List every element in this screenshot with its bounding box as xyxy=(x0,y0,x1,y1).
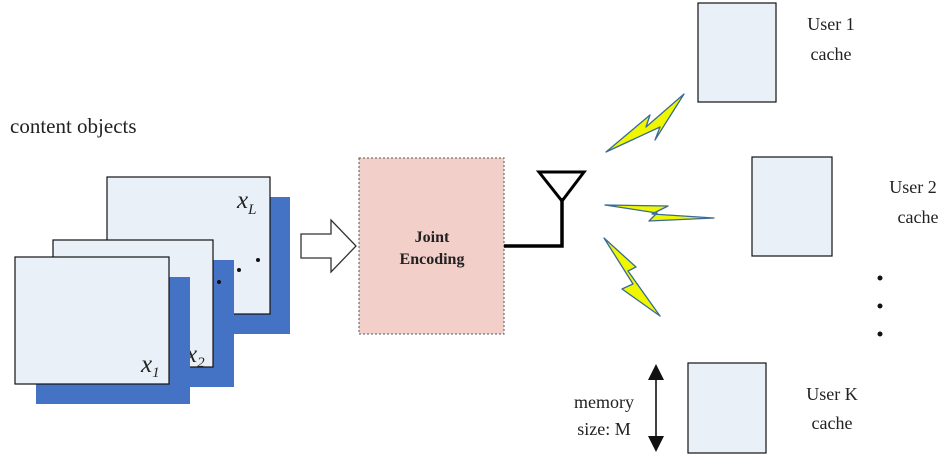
antenna-feed-line xyxy=(504,198,564,248)
document-x1-page xyxy=(14,256,170,385)
user-2-cache-box xyxy=(751,156,833,257)
user-k-cache-box xyxy=(687,362,767,454)
user-2-cache-label: cache xyxy=(898,207,939,227)
user-1-cache-label: cache xyxy=(811,44,852,64)
document-x1: x1 xyxy=(14,256,190,404)
lightning-icon xyxy=(605,93,685,153)
user-k-label: User K xyxy=(806,384,858,404)
user-1-cache-box xyxy=(697,2,777,103)
stack-ellipsis-dots xyxy=(217,258,260,284)
arrow-right-icon xyxy=(300,218,357,274)
lightning-icon xyxy=(603,237,661,317)
lightning-icon xyxy=(604,204,715,222)
joint-encoding-line1: Joint xyxy=(415,229,450,246)
user-1-label: User 1 xyxy=(807,14,855,34)
user-k-cache-label: cache xyxy=(812,413,853,433)
antenna-icon xyxy=(535,170,588,204)
document-xl-variable: xL xyxy=(236,187,256,218)
content-objects-label: content objects xyxy=(10,114,137,138)
memory-label: memory xyxy=(574,392,634,412)
memory-size-label: size: M xyxy=(577,419,631,439)
joint-encoding-box: Joint Encoding xyxy=(358,157,505,335)
joint-encoding-line2: Encoding xyxy=(400,251,465,268)
user-2-label: User 2 xyxy=(889,177,937,197)
document-x1-variable: x1 xyxy=(140,351,160,381)
users-ellipsis-dots xyxy=(877,275,883,337)
